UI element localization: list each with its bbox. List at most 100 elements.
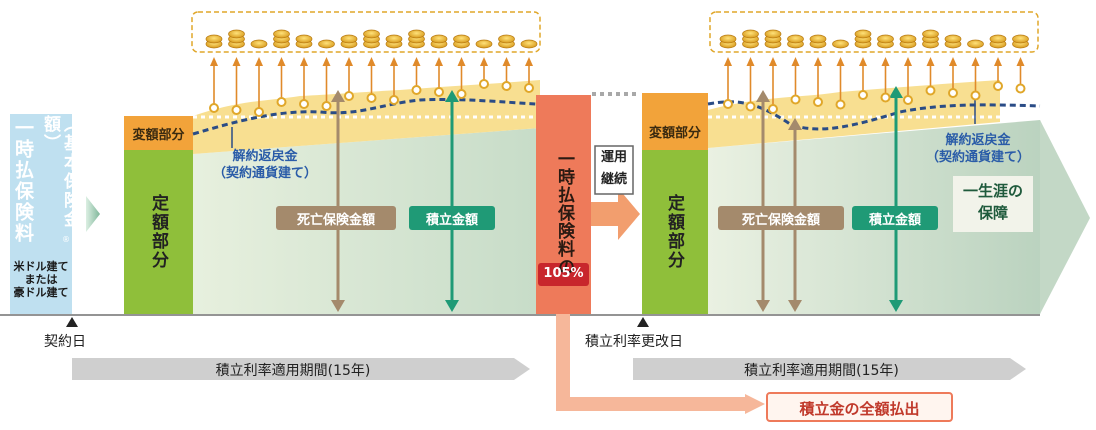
arrow-up-icon (276, 57, 287, 107)
lifetime-line-1: 一生涯の (962, 182, 1023, 200)
coin-stack-icon (498, 34, 515, 49)
death-benefit-label-bg-2 (718, 206, 844, 230)
coin-stacks-1 (205, 29, 538, 49)
arrow-up-icon (925, 57, 936, 96)
continue-label: 運用継続 (600, 150, 627, 187)
arrow-up-icon (231, 57, 242, 115)
percent-badge (538, 263, 589, 286)
arrow-up-icon (993, 57, 1003, 91)
surrender-sub-2: （契約通貨建て） (925, 150, 1030, 165)
coin-stack-icon (877, 34, 894, 49)
surrender-label-1: 解約返戻金 （契約通貨建て） (210, 148, 320, 182)
coin-stack-icon (295, 34, 313, 49)
arrow-up-icon (366, 57, 377, 103)
period-label-2: 積立利率適用期間(15年) (744, 363, 899, 379)
continue-box (594, 145, 634, 195)
center-premium-text: 一時払保険料の (554, 150, 574, 276)
coin-stack-icon (318, 39, 335, 49)
surrender-sub-1: （契約通貨建て） (212, 166, 317, 181)
period-label-1: 積立利率適用期間(15年) (215, 363, 371, 379)
fixed-part-box-2 (642, 150, 708, 314)
arrow-up-icon (880, 57, 891, 103)
death-benefit-label-1: 死亡保険金額 (296, 213, 375, 228)
coin-stack-icon (922, 29, 939, 49)
triangle-marker-icon (66, 317, 78, 327)
arrow-up-icon (1015, 57, 1026, 94)
arrow-up-icon (903, 57, 913, 105)
coin-stack-icon (809, 34, 827, 49)
coin-stack-icon (453, 34, 470, 49)
registered-mark: ® (62, 235, 70, 244)
contract-date-label: 契約日 (44, 334, 86, 350)
arrow-up-icon (321, 57, 332, 111)
triangle-marker-icon (637, 317, 649, 327)
payout-path (556, 314, 750, 411)
coin-stack-icon (273, 29, 290, 49)
arrow-up-icon (389, 57, 399, 105)
accumulation-label-bg-2 (852, 206, 938, 230)
death-benefit-arrow-1 (331, 90, 345, 312)
coin-stack-icon (340, 34, 358, 49)
arrow-up-icon (723, 57, 733, 109)
variable-area-2 (708, 80, 1000, 148)
coin-stack-icon (250, 39, 268, 49)
arrow-up-icon (434, 57, 444, 97)
coin-stack-icon (385, 34, 403, 49)
accumulation-label-1: 積立金額 (425, 213, 478, 228)
coin-stack-icon (228, 29, 245, 49)
small-right-arrow-icon (86, 196, 100, 232)
up-arrows-1 (209, 57, 534, 117)
center-percent: 105% (543, 266, 584, 281)
surrender-title-2: 解約返戻金 (945, 133, 1011, 148)
fixed-part-label-1: 定額部分 (148, 194, 168, 270)
premium-box (10, 114, 72, 314)
accumulation-arrow-2 (889, 86, 903, 312)
arrow-up-icon (456, 57, 467, 99)
premium-title: 一時払保険料 (12, 118, 34, 244)
currency-info: 米ドル建て または 豪ドル建て (10, 260, 72, 299)
coin-stack-icon (899, 34, 917, 49)
period-bar-2 (633, 358, 1026, 380)
up-arrows-2 (723, 57, 1026, 114)
period-bar-1 (72, 358, 530, 380)
accumulation-arrow-1 (445, 90, 459, 312)
death-benefit-arrow-2a (756, 90, 770, 312)
death-benefit-label-bg-1 (276, 206, 396, 230)
currency-aud: 豪ドル建て (13, 286, 69, 299)
coin-stack-icon (967, 39, 984, 49)
accumulation-label-bg-1 (409, 206, 495, 230)
payout-arrow-icon (745, 394, 765, 414)
arrow-up-icon (768, 57, 778, 114)
coin-stack-icon (205, 34, 223, 49)
lifetime-line-2: 保障 (977, 204, 1008, 222)
surrender-line-1 (192, 97, 537, 136)
coin-stack-icon (430, 34, 448, 49)
coin-stack-icon (363, 29, 380, 49)
continue-arrow-icon (591, 188, 640, 240)
surrender-title-1: 解約返戻金 (232, 149, 298, 164)
payout-box (766, 392, 953, 422)
coin-stack-icon (854, 29, 872, 49)
payout-label: 積立金の全額払出 (799, 400, 920, 418)
coin-stack-icon (408, 29, 425, 49)
coin-stacks-2 (719, 29, 1029, 49)
variable-part-box-2 (642, 93, 708, 150)
arrow-up-icon (299, 57, 309, 109)
coin-stack-icon (742, 29, 759, 49)
arrow-up-icon (790, 57, 801, 105)
arrow-up-icon (813, 57, 823, 107)
coin-stack-icon (944, 34, 962, 49)
arrow-up-icon (970, 57, 981, 101)
coin-stack-icon (832, 39, 849, 49)
coin-stack-icon (989, 34, 1007, 49)
variable-part-box-1 (124, 116, 193, 150)
arrow-up-icon (479, 57, 489, 89)
accumulation-label-2: 積立金額 (868, 213, 921, 228)
coin-frame-2 (709, 11, 1039, 53)
coin-stack-icon (719, 34, 737, 49)
surrender-label-2: 解約返戻金 （契約通貨建て） (920, 132, 1036, 166)
currency-usd: 米ドル建て (13, 260, 69, 273)
arrow-up-icon (254, 57, 264, 117)
variable-part-label-1: 変額部分 (132, 128, 185, 143)
